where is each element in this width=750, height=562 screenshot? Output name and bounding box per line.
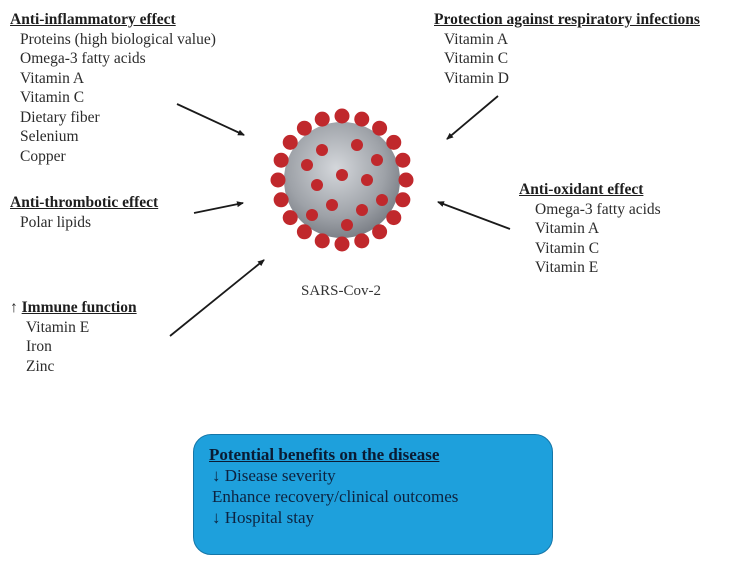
virus-spike <box>341 219 353 231</box>
anti-inflammatory-heading: Anti-inflammatory effect <box>10 11 176 28</box>
respiratory-group: Protection against respiratory infection… <box>434 10 700 88</box>
list-item: Vitamin D <box>444 69 509 87</box>
list-item: Dietary fiber <box>20 108 100 126</box>
anti-thrombotic-heading: Anti-thrombotic effect <box>10 194 159 211</box>
virus-spike <box>398 172 414 188</box>
virus-spike <box>273 192 289 208</box>
immune-group: ↑ Immune function Vitamin E Iron Zinc <box>10 298 137 376</box>
list-item: Iron <box>26 338 52 355</box>
virus-spike <box>316 144 328 156</box>
virus-spike <box>372 120 388 136</box>
arrow-respiratory <box>446 95 499 140</box>
immune-heading: Immune function <box>21 299 137 316</box>
virus-spike <box>371 154 383 166</box>
virus-spike <box>301 159 313 171</box>
virus-spike <box>334 236 350 252</box>
list-item: Zinc <box>26 357 55 375</box>
benefit-item: ↓ Hospital stay <box>212 508 314 527</box>
list-item: Vitamin E <box>535 259 599 276</box>
respiratory-heading: Protection against respiratory infection… <box>434 11 700 28</box>
virus-spike <box>326 199 338 211</box>
anti-oxidant-group: Anti-oxidant effect Omega-3 fatty acids … <box>519 180 661 278</box>
virus-spike <box>356 204 368 216</box>
list-item: Omega-3 fatty acids <box>535 200 661 218</box>
arrow-anti-thrombotic <box>193 201 244 214</box>
list-item: Vitamin A <box>444 30 509 48</box>
arrow-anti-oxidant <box>437 201 511 230</box>
virus-spike <box>273 152 289 168</box>
arrow-anti-inflammatory <box>176 103 245 136</box>
virus-spike <box>282 134 298 150</box>
anti-inflammatory-group: Anti-inflammatory effect Proteins (high … <box>10 10 216 166</box>
list-item: Vitamin C <box>535 239 600 257</box>
virus-spike <box>270 172 286 188</box>
virus-spike <box>386 134 402 150</box>
benefit-item: Enhance recovery/clinical outcomes <box>212 487 459 506</box>
virus-spike <box>354 111 370 127</box>
benefits-box: Potential benefits on the disease ↓ Dise… <box>193 434 553 555</box>
virus-spike <box>351 139 363 151</box>
virus-spike <box>386 210 402 226</box>
list-item: Vitamin A <box>20 69 85 87</box>
list-item: Vitamin E <box>26 318 90 336</box>
virus-spike <box>376 194 388 206</box>
anti-thrombotic-group: Anti-thrombotic effect Polar lipids <box>10 193 158 232</box>
virus-spike <box>314 233 330 249</box>
benefit-item: ↓ Disease severity <box>212 466 336 485</box>
virus-spike <box>395 192 411 208</box>
list-item: Copper <box>20 147 66 165</box>
virus-spike <box>311 179 323 191</box>
virus-spike <box>395 152 411 168</box>
list-item: Polar lipids <box>20 213 92 231</box>
virus-spike <box>282 210 298 226</box>
virus-spike <box>306 209 318 221</box>
anti-oxidant-heading: Anti-oxidant effect <box>519 181 644 198</box>
arrow-immune <box>169 259 265 337</box>
virus-spike <box>334 108 350 124</box>
virus-spike <box>372 224 388 240</box>
list-item: Omega-3 fatty acids <box>20 50 146 67</box>
virus-label: SARS-Cov-2 <box>301 283 382 299</box>
virus-spike <box>361 174 373 186</box>
virus-spike <box>354 233 370 249</box>
list-item: Vitamin A <box>535 220 600 237</box>
list-item: Proteins (high biological value) <box>20 30 216 48</box>
virus-spike <box>296 120 312 136</box>
virus-spike <box>336 169 348 181</box>
up-arrow-icon: ↑ <box>10 299 18 316</box>
virus-spike <box>314 111 330 127</box>
list-item: Vitamin C <box>444 50 509 67</box>
virus-spike <box>296 224 312 240</box>
virus-icon <box>270 108 414 252</box>
list-item: Vitamin C <box>20 89 85 106</box>
list-item: Selenium <box>20 128 79 145</box>
benefits-heading: Potential benefits on the disease <box>209 445 440 464</box>
